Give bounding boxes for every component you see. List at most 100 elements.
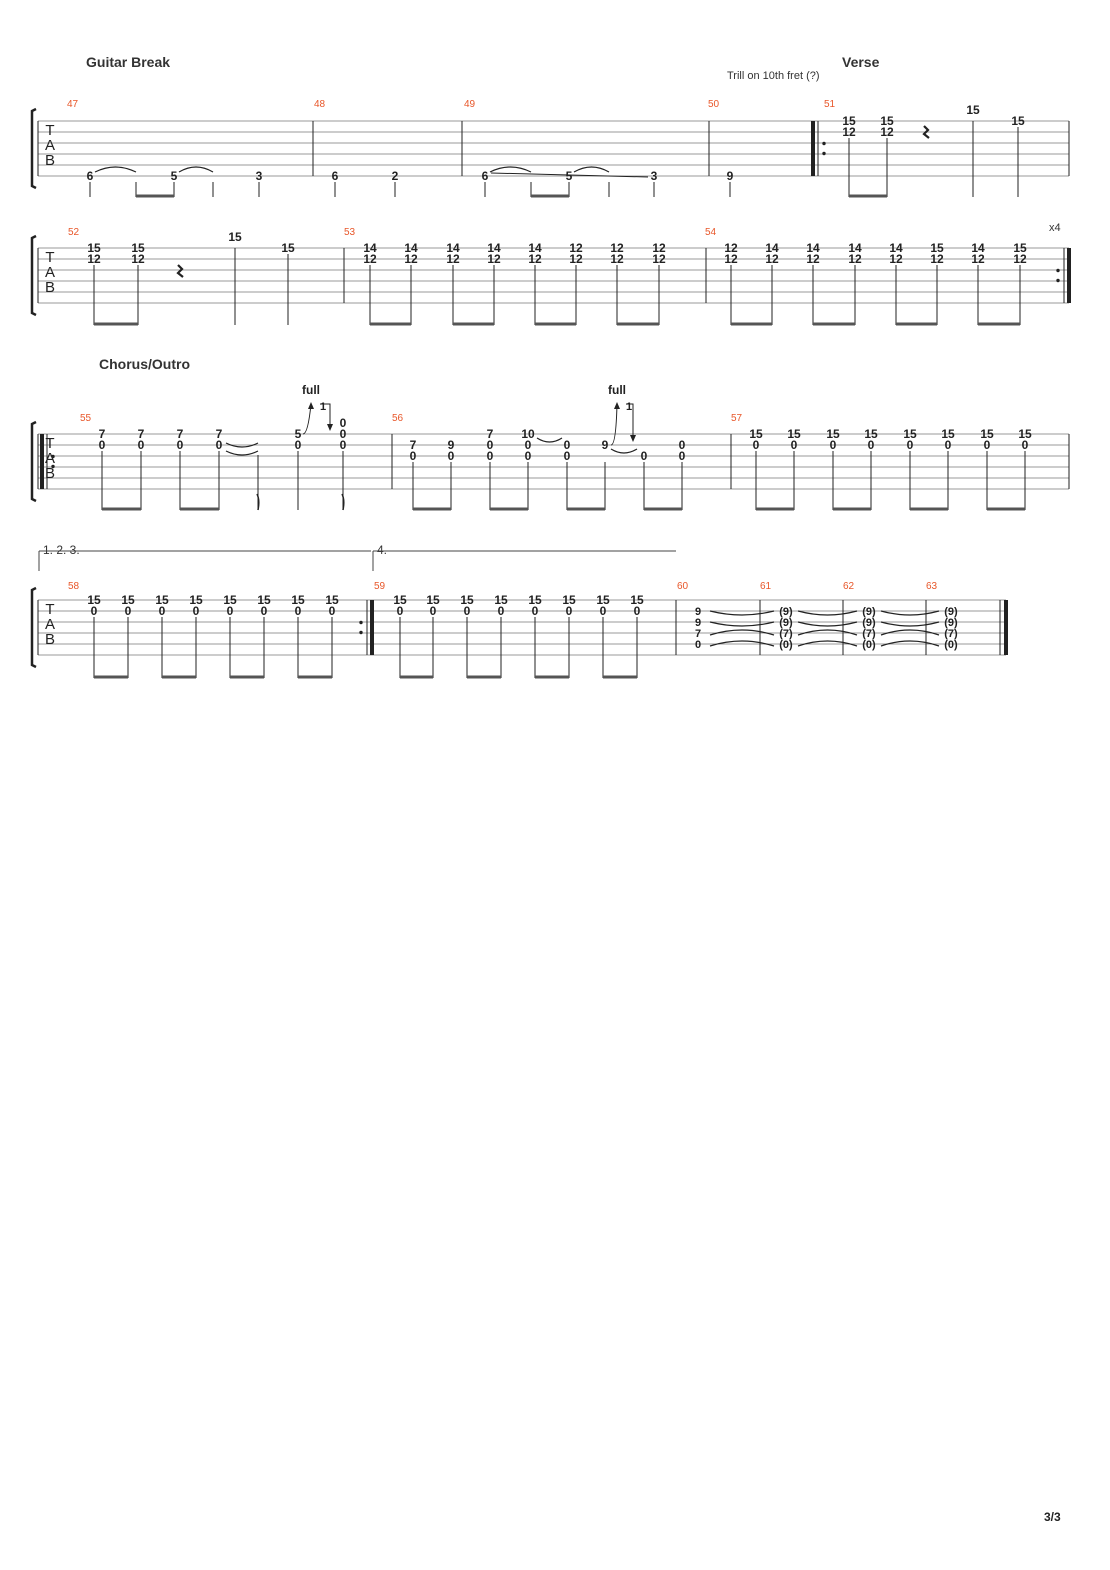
fret-number: 15 bbox=[864, 427, 878, 441]
repeat-count: x4 bbox=[1049, 222, 1061, 234]
fret-number: 12 bbox=[610, 252, 624, 266]
fret-number: 12 bbox=[842, 125, 856, 139]
repeat-end-thick-bar bbox=[1067, 248, 1071, 303]
fret-number: 14 bbox=[889, 241, 903, 255]
fret-number: 0 bbox=[564, 449, 571, 463]
tie-arc bbox=[94, 166, 137, 173]
note-beam bbox=[833, 507, 871, 511]
fret-number: 14 bbox=[806, 241, 820, 255]
bend-amount: 1 bbox=[626, 401, 632, 413]
tab-clef-letter: A bbox=[45, 450, 55, 467]
tie-arc bbox=[797, 621, 858, 627]
fret-number: (9) bbox=[862, 606, 876, 618]
fret-number: 0 bbox=[159, 604, 166, 618]
note-beam bbox=[94, 675, 128, 679]
note-beam bbox=[453, 322, 494, 326]
note-beam bbox=[467, 675, 501, 679]
tab-clef-letter: T bbox=[45, 601, 54, 618]
fret-number: 12 bbox=[765, 252, 779, 266]
tie-arc bbox=[797, 640, 858, 647]
measure-number: 63 bbox=[926, 581, 938, 592]
fret-number: 12 bbox=[889, 252, 903, 266]
fret-number: 0 bbox=[1022, 438, 1029, 452]
fret-number: 15 bbox=[87, 593, 101, 607]
final-thick-bar bbox=[1004, 600, 1008, 655]
repeat-dot bbox=[51, 464, 55, 469]
bend-arrowhead bbox=[308, 402, 314, 409]
tie-arc bbox=[573, 166, 610, 173]
fret-number: 12 bbox=[610, 241, 624, 255]
fret-number: 0 bbox=[487, 449, 494, 463]
fret-number: 15 bbox=[494, 593, 508, 607]
fret-number: 0 bbox=[295, 604, 302, 618]
fret-number: 12 bbox=[930, 252, 944, 266]
tab-clef-letter: B bbox=[45, 465, 55, 482]
fret-number: 15 bbox=[223, 593, 237, 607]
page-number: 3/3 bbox=[1044, 1510, 1061, 1524]
tab-clef-letter: T bbox=[45, 122, 54, 139]
measure-number: 56 bbox=[392, 413, 404, 424]
fret-number: 0 bbox=[464, 604, 471, 618]
release-arrowhead bbox=[327, 424, 333, 431]
fret-number: 14 bbox=[363, 241, 377, 255]
fret-number: 9 bbox=[695, 617, 701, 629]
fret-number: 0 bbox=[695, 639, 701, 651]
fret-number: 15 bbox=[980, 427, 994, 441]
fret-number: 12 bbox=[131, 252, 145, 266]
staff-bracket bbox=[30, 586, 37, 669]
fret-number: 5 bbox=[566, 169, 573, 183]
note-beam bbox=[567, 507, 605, 511]
fret-number: 6 bbox=[482, 169, 489, 183]
fret-number: 0 bbox=[791, 438, 798, 452]
measure-number: 51 bbox=[824, 99, 836, 110]
fret-number: 0 bbox=[216, 438, 223, 452]
fret-number: 10 bbox=[521, 427, 535, 441]
fret-number: 15 bbox=[966, 103, 980, 117]
fret-number: 0 bbox=[564, 438, 571, 452]
fret-number: 12 bbox=[87, 252, 101, 266]
fret-number: 0 bbox=[753, 438, 760, 452]
fret-number: 12 bbox=[880, 125, 894, 139]
fret-number: 15 bbox=[842, 114, 856, 128]
fret-number: 6 bbox=[332, 169, 339, 183]
fret-number: 0 bbox=[138, 438, 145, 452]
tie-arc bbox=[489, 166, 532, 173]
fret-number: 0 bbox=[525, 438, 532, 452]
fret-number: 15 bbox=[257, 593, 271, 607]
fret-number: 0 bbox=[868, 438, 875, 452]
tab-clef-letter: B bbox=[45, 631, 55, 648]
fret-number: 15 bbox=[426, 593, 440, 607]
fret-number: 14 bbox=[528, 241, 542, 255]
tie-arc bbox=[225, 442, 259, 448]
bend-arrowhead bbox=[614, 402, 620, 409]
note-beam bbox=[531, 194, 569, 198]
tie-arc bbox=[225, 450, 259, 456]
repeat-start-thick-bar bbox=[40, 434, 44, 489]
fret-number: (9) bbox=[779, 606, 793, 618]
fret-number: 12 bbox=[404, 252, 418, 266]
fret-number: 0 bbox=[525, 449, 532, 463]
tie-arc bbox=[610, 448, 638, 454]
note-beam bbox=[731, 322, 772, 326]
repeat-dot bbox=[822, 141, 826, 146]
fret-number: 15 bbox=[131, 241, 145, 255]
tab-clef-letter: B bbox=[45, 279, 55, 296]
fret-number: 0 bbox=[487, 438, 494, 452]
fret-number: 12 bbox=[569, 252, 583, 266]
fret-number: 15 bbox=[880, 114, 894, 128]
fret-number: 12 bbox=[446, 252, 460, 266]
tie-arc bbox=[536, 437, 563, 443]
note-beam bbox=[535, 322, 576, 326]
fret-number: 0 bbox=[340, 416, 347, 430]
note-beam bbox=[298, 675, 332, 679]
fret-number: 0 bbox=[679, 449, 686, 463]
fret-number: 6 bbox=[87, 169, 94, 183]
fret-number: 0 bbox=[193, 604, 200, 618]
fret-number: 15 bbox=[630, 593, 644, 607]
fret-number: 0 bbox=[448, 449, 455, 463]
fret-number: 15 bbox=[749, 427, 763, 441]
tie-arc bbox=[797, 610, 858, 616]
fret-number: 0 bbox=[177, 438, 184, 452]
tab-clef-letter: T bbox=[45, 249, 54, 266]
measure-number: 57 bbox=[731, 413, 743, 424]
